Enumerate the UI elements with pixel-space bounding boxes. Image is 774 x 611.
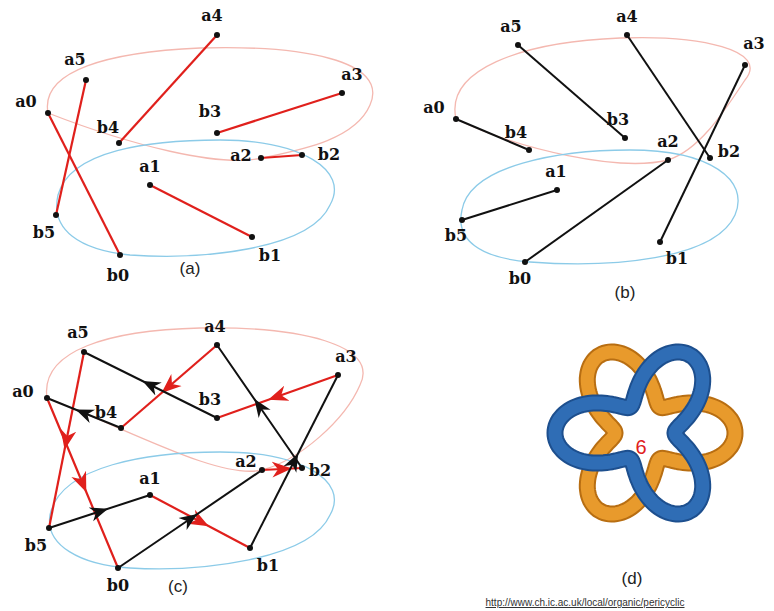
panel-c (44, 328, 363, 571)
point-label: b1 (666, 251, 688, 267)
point-label: a3 (743, 36, 765, 52)
callout-number: 6 (635, 437, 646, 457)
point-label: b2 (309, 463, 331, 479)
point-label: a2 (235, 454, 257, 470)
point-label: b5 (33, 225, 55, 241)
point-label: a3 (341, 67, 363, 83)
point-label: b3 (199, 392, 221, 408)
knot-strand (587, 352, 735, 514)
panel-a (45, 32, 373, 258)
point-label: a0 (15, 94, 37, 110)
point-label: b0 (107, 268, 129, 284)
point-label: b2 (318, 147, 340, 163)
point-label: a2 (230, 148, 252, 164)
point-label: b1 (259, 248, 281, 264)
point-label: a4 (616, 9, 638, 25)
point-label: a1 (139, 159, 161, 175)
point-label: a1 (139, 471, 161, 487)
point-label: b3 (199, 104, 221, 120)
point-label: b2 (718, 144, 740, 160)
point-label: b0 (107, 578, 129, 594)
point-label: a3 (335, 349, 357, 365)
point-label: b4 (505, 125, 527, 141)
source-url: http://www.ch.ic.ac.uk/local/organic/per… (486, 598, 685, 608)
point-label: b4 (97, 120, 119, 136)
panel-label: (c) (168, 578, 188, 595)
knot-strand (555, 352, 703, 514)
point-label: a0 (423, 100, 445, 116)
point-label: a2 (657, 134, 679, 150)
panel-label: (d) (622, 570, 643, 587)
point-label: a0 (12, 384, 34, 400)
point-label: b1 (257, 558, 279, 574)
point-label: b4 (95, 405, 117, 421)
panel-label: (b) (615, 284, 636, 301)
knot-strand-outline (587, 352, 735, 514)
point-label: a4 (201, 8, 223, 24)
point-label: b3 (607, 112, 629, 128)
point-label: a5 (64, 52, 86, 68)
point-label: a5 (67, 325, 89, 341)
point-label: b5 (445, 228, 467, 244)
panel-b (453, 32, 750, 265)
point-label: b5 (25, 538, 47, 554)
point-label: a1 (545, 164, 567, 180)
knot-strand-outline (555, 352, 703, 514)
point-label: a4 (204, 319, 226, 335)
point-label: a5 (500, 19, 522, 35)
panel-label: (a) (180, 260, 201, 277)
knot-figure (555, 352, 735, 514)
point-label: b0 (509, 271, 531, 287)
